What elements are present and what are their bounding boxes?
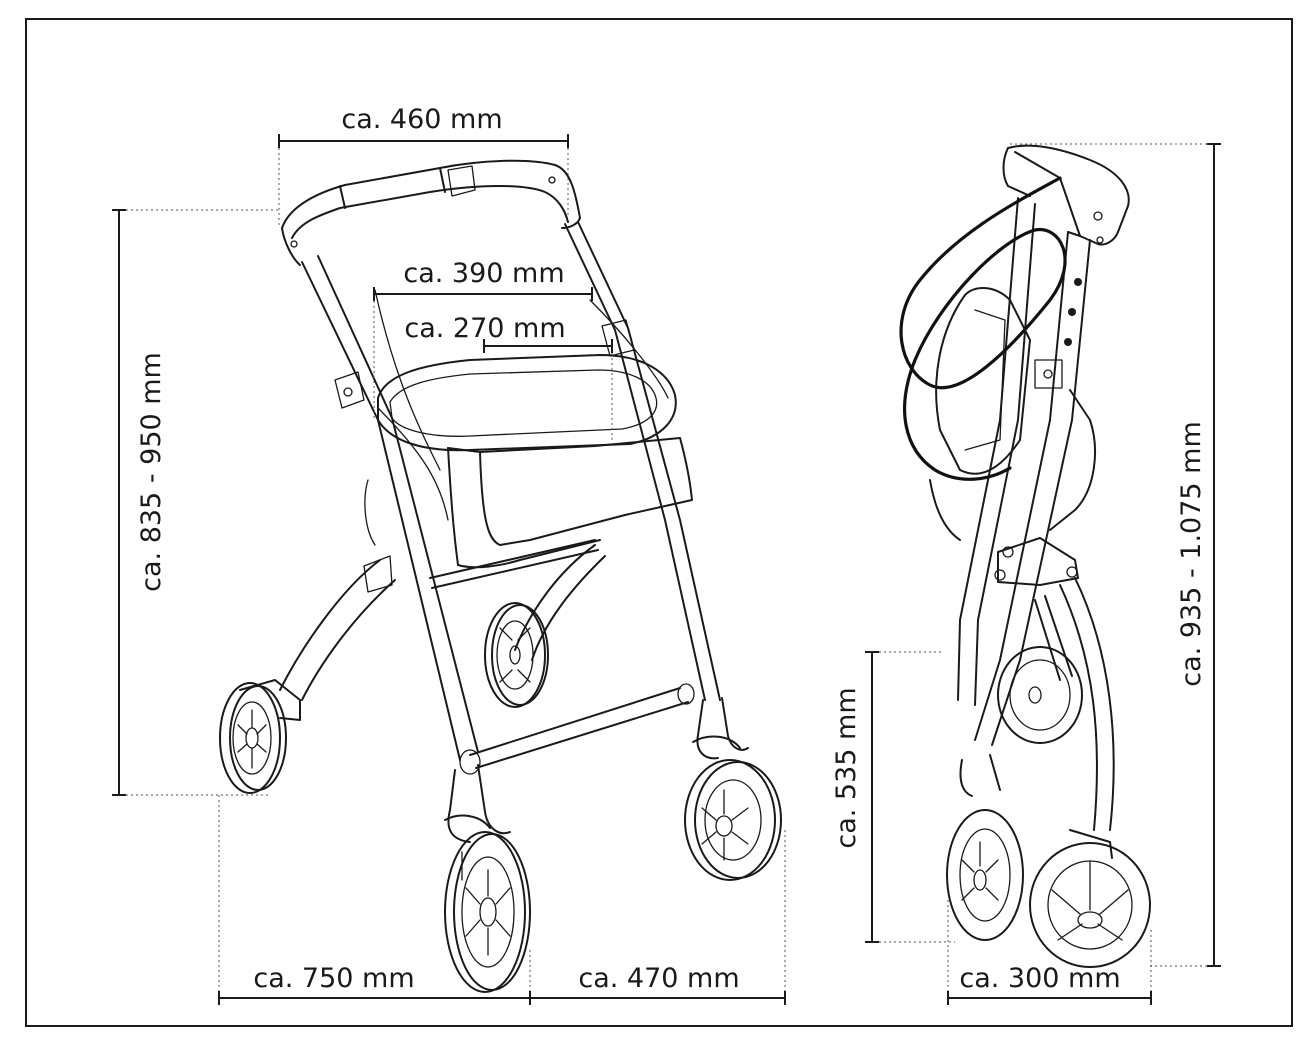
label-handle-width: ca. 460 mm [341,104,502,135]
rollator-open-view [219,159,782,993]
label-width: ca. 470 mm [578,963,739,994]
label-folded-depth: ca. 300 mm [959,963,1120,994]
label-folded-height: ca. 535 mm [831,687,862,848]
drawing-frame [25,18,1293,1027]
label-seat-width: ca. 390 mm [403,258,564,289]
label-handle-height: ca. 835 - 950 mm [136,352,167,592]
label-length: ca. 750 mm [253,963,414,994]
label-folded-total-height: ca. 935 - 1.075 mm [1176,421,1207,686]
rollator-folded-view [899,144,1151,968]
label-seat-depth: ca. 270 mm [404,313,565,344]
dimension-lines [112,134,1221,1005]
